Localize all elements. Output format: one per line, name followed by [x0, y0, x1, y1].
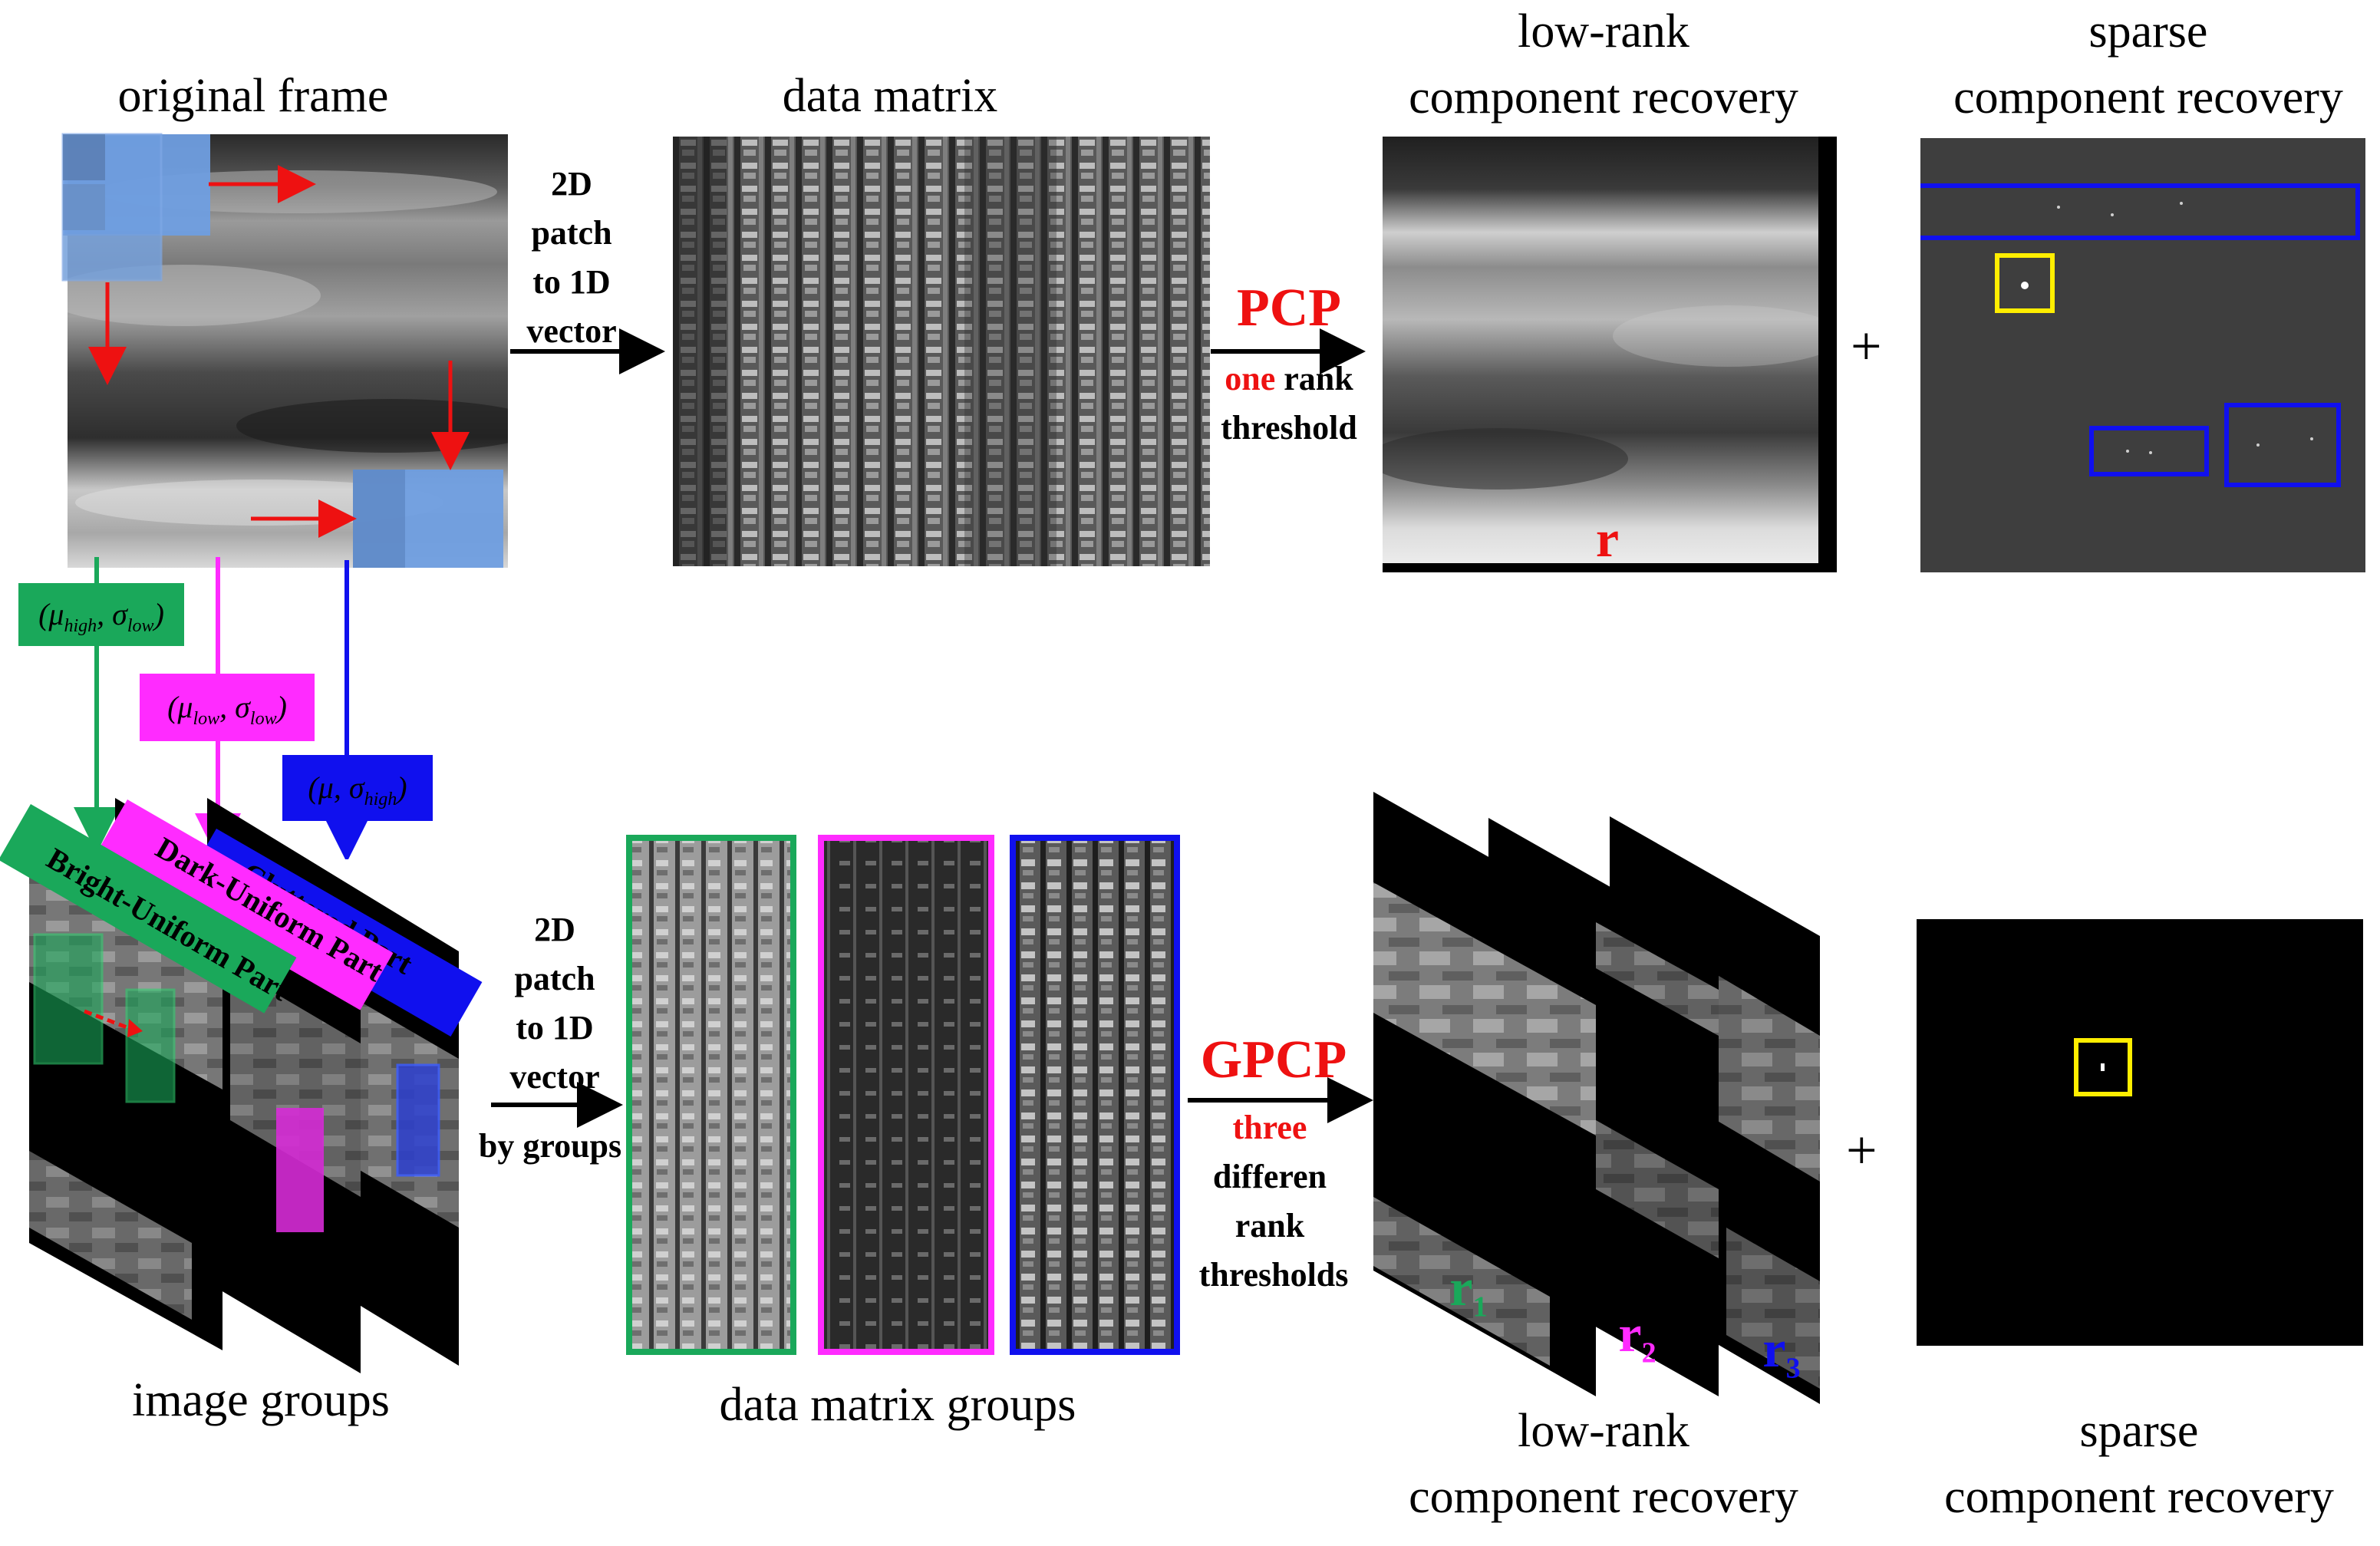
bottom-step-line2: patch [514, 960, 595, 997]
top-step-line2: patch [531, 214, 612, 252]
param-box-green: (μhigh, σlow) [18, 583, 184, 646]
lowrank-top-title2: component recovery [1409, 71, 1798, 124]
param-magenta-sigma: σ [235, 690, 250, 724]
lowrank-bottom-title1: low-rank [1518, 1405, 1689, 1457]
param-green-sigma: σ [112, 597, 127, 631]
lowrank-top-title1: low-rank [1518, 5, 1689, 58]
rank-r3-label: r3 [1751, 1320, 1812, 1398]
param-blue-sigma: σ [348, 770, 364, 805]
rank-r1-sub: 1 [1472, 1291, 1488, 1323]
rank-r1-label: r1 [1438, 1258, 1499, 1337]
lowrank-top-image [1383, 137, 1837, 572]
sparse-bottom-title2: component recovery [1944, 1471, 2334, 1523]
bottom-step-line5: by groups [478, 1127, 622, 1165]
pcp-rank-word: rank [1275, 360, 1353, 397]
pcp-count: one [1225, 360, 1276, 397]
top-step-line1: 2D [551, 165, 592, 203]
sparse-top-title1: sparse [2088, 5, 2208, 58]
pcp-one-rank: one rank [1197, 354, 1381, 404]
bottom-step-line1: 2D [534, 911, 575, 948]
image-groups-label: image groups [132, 1374, 390, 1426]
pcp-label: PCP [1236, 279, 1342, 338]
rank-r3-sub: 3 [1785, 1352, 1801, 1385]
original-frame-overlay [61, 133, 503, 568]
data-matrix-label: data matrix [782, 70, 998, 122]
param-green-mu: μ [48, 597, 64, 631]
rank-r2-main: r [1618, 1304, 1642, 1363]
gpcp-count: three [1232, 1109, 1307, 1146]
data-matrix-image [673, 137, 1210, 566]
sparse-bottom-image [1917, 919, 2363, 1346]
gpcp-line2: differen [1212, 1158, 1327, 1195]
param-blue-mu: μ [318, 770, 334, 805]
plus-top: + [1851, 315, 1882, 377]
lowrank-bottom-title2: component recovery [1409, 1471, 1798, 1523]
pcp-threshold: threshold [1221, 409, 1357, 447]
sparse-bottom-title1: sparse [2079, 1405, 2199, 1457]
param-blue-sigma-sub: high [364, 789, 397, 809]
rank-r2-label: r2 [1607, 1304, 1668, 1383]
top-arrows [510, 328, 1366, 374]
rank-r1-main: r [1449, 1258, 1473, 1317]
param-magenta-mu-sub: low [193, 709, 220, 729]
lowrank-bottom-stack [1373, 792, 1820, 1404]
param-green-mu-sub: high [64, 616, 97, 636]
param-box-blue: (μ, σhigh) [282, 755, 433, 821]
bottom-step-line3: to 1D [516, 1009, 594, 1047]
rank-r2-sub: 2 [1641, 1337, 1656, 1370]
rank-r-label: r [1595, 509, 1620, 568]
original-frame-label: original frame [117, 70, 389, 122]
gpcp-line3: rank [1235, 1207, 1305, 1244]
sparse-top-image [1920, 138, 2365, 572]
rank-r3-main: r [1762, 1320, 1786, 1378]
param-box-magenta: (μlow, σlow) [140, 674, 315, 741]
plus-bottom: + [1846, 1119, 1877, 1181]
sparse-top-title2: component recovery [1953, 71, 2343, 124]
top-step-line4: vector [526, 312, 617, 350]
gpcp-label: GPCP [1200, 1030, 1347, 1089]
top-step-line3: to 1D [532, 263, 611, 301]
param-magenta-sigma-sub: low [249, 709, 277, 729]
gpcp-line4: thresholds [1198, 1256, 1349, 1294]
param-green-sigma-sub: low [127, 616, 154, 636]
param-magenta-mu: μ [177, 690, 193, 724]
data-matrix-groups-label: data matrix groups [719, 1379, 1076, 1431]
bottom-arrows [491, 1077, 1373, 1128]
data-matrix-groups [626, 835, 1180, 1355]
